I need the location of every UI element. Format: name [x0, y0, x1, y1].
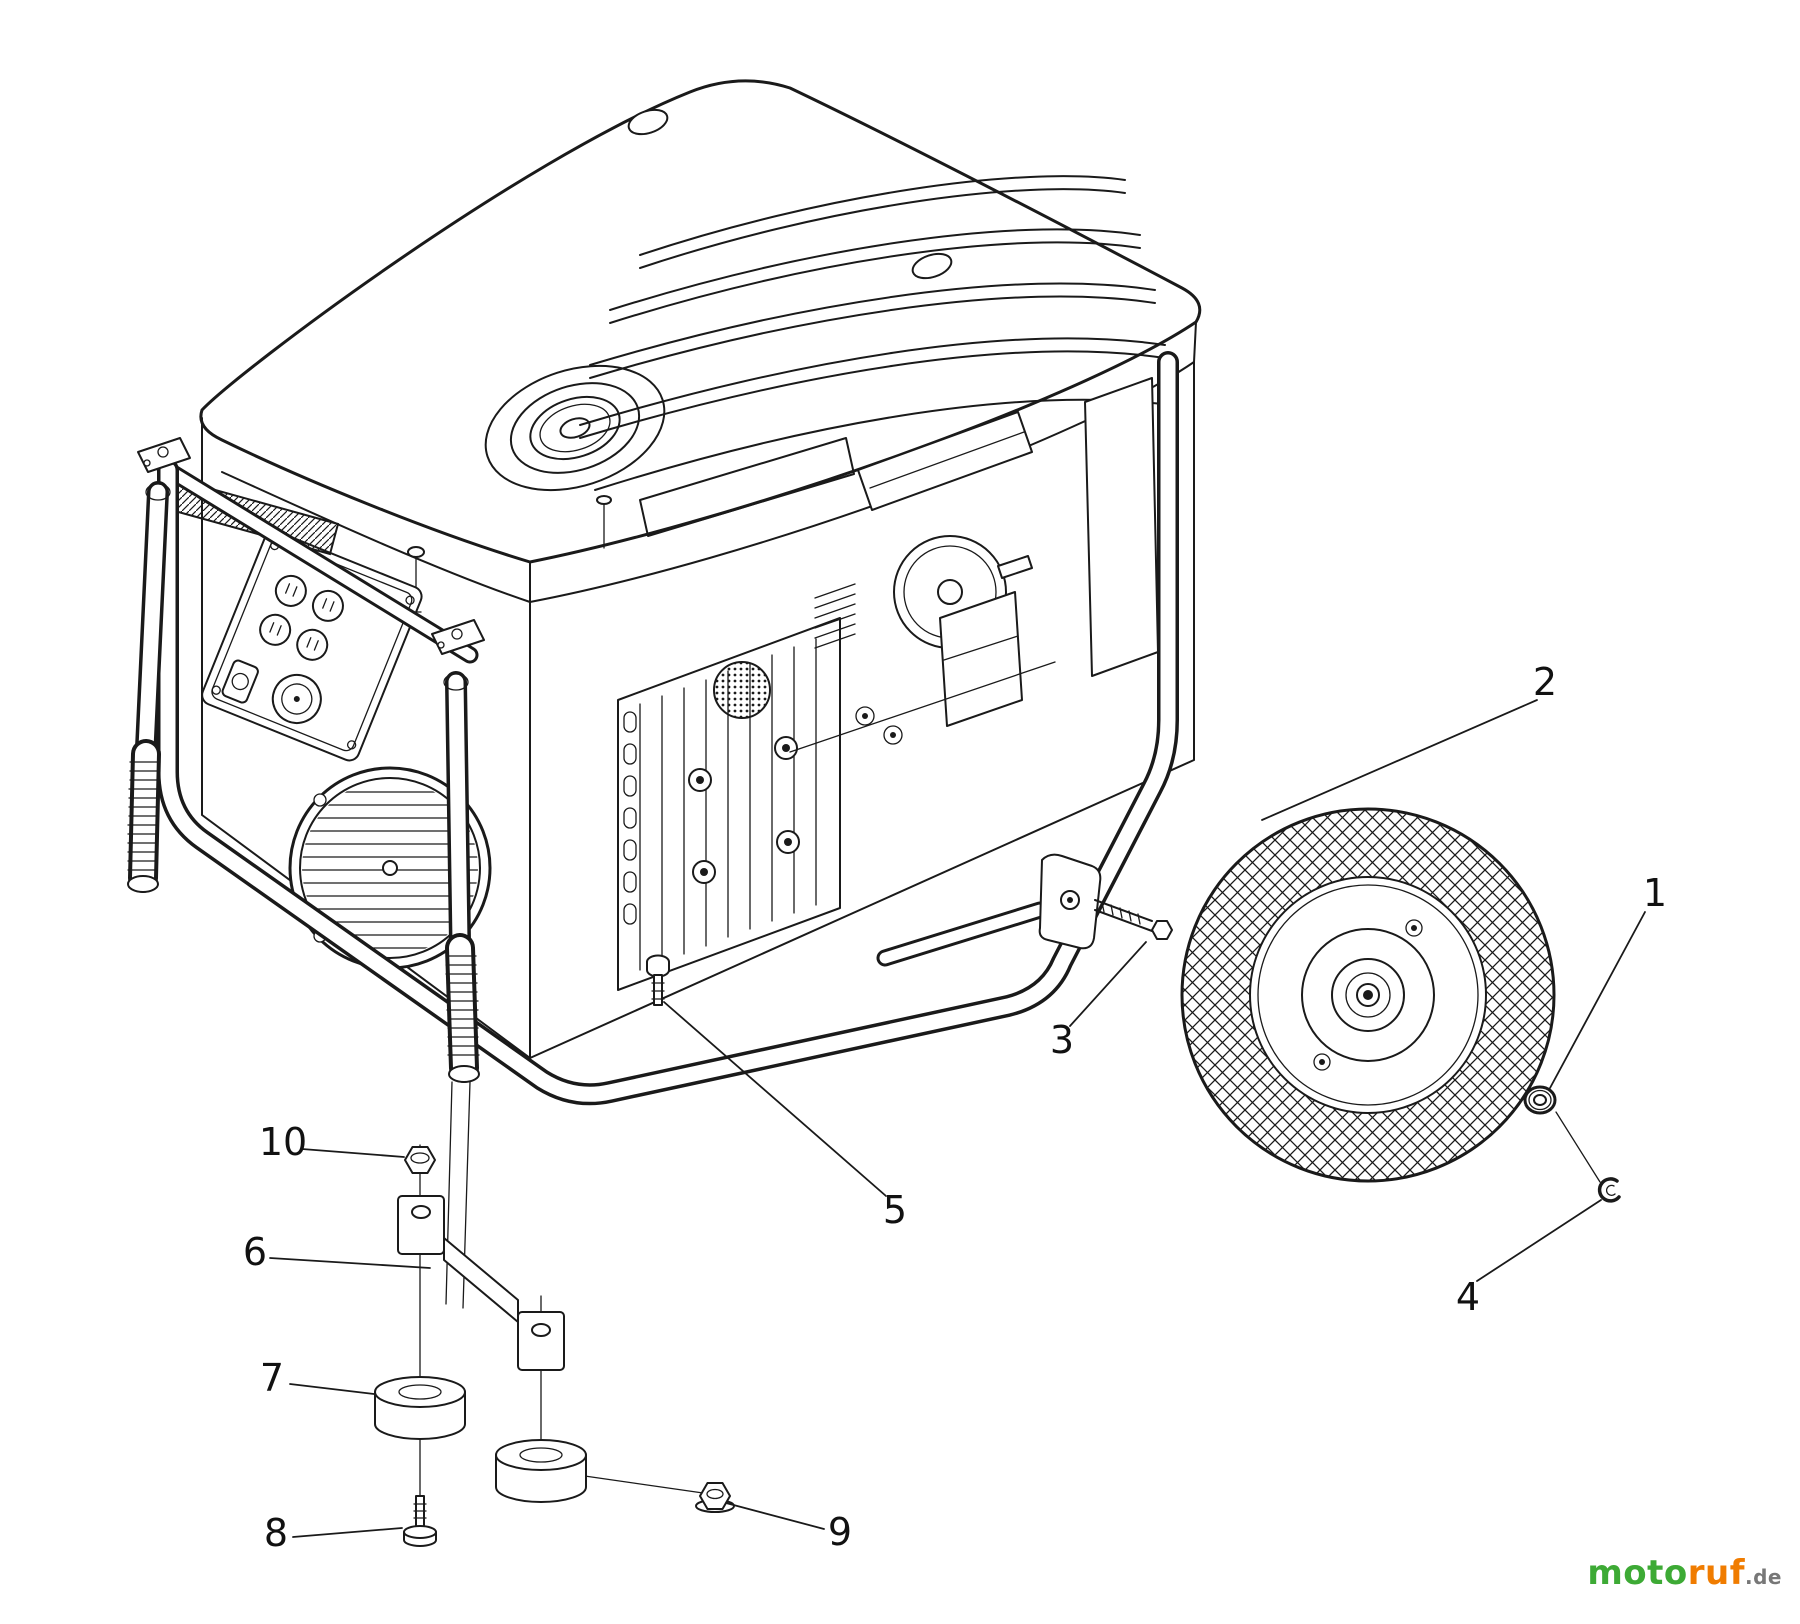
callout-2: 2: [1532, 660, 1558, 704]
callout-5: 5: [882, 1188, 908, 1232]
logo-suffix: .de: [1745, 1565, 1782, 1589]
canopy-ribs: [579, 175, 1171, 491]
part-axle-bolt: [1094, 899, 1173, 940]
twistlock-outlet: [271, 673, 322, 724]
callout-7: 7: [259, 1356, 285, 1400]
recoil-handle: [997, 555, 1033, 579]
part-nut-10: [404, 1146, 436, 1174]
louver-slots: [623, 711, 637, 925]
circuit-breaker: [221, 659, 259, 704]
wheel-rim: [1301, 928, 1435, 1062]
part-flange-nut-9: [695, 1482, 735, 1513]
grip-knurl: [445, 955, 480, 1056]
canopy-bolt-mid: [596, 495, 612, 549]
handle-front: [431, 619, 485, 1083]
engine-assembly: [789, 377, 1159, 753]
panel-emblem: [713, 661, 771, 719]
air-cleaner: [939, 591, 1023, 727]
cylinder-fins: [814, 583, 856, 649]
rear-panel: [1084, 377, 1159, 677]
callout-10: 10: [258, 1120, 308, 1164]
part-washer: [1523, 1085, 1557, 1115]
generator-body: [162, 79, 1202, 1059]
part-retaining-clip: [1597, 1177, 1621, 1203]
callout-8: 8: [263, 1511, 289, 1555]
callout-3: 3: [1049, 1018, 1075, 1062]
callout-6: 6: [242, 1230, 268, 1274]
callout-4: 4: [1455, 1275, 1481, 1319]
lift-tab-right: [911, 252, 953, 280]
part-rubber-foot-2: [495, 1439, 587, 1503]
axle-mount-plate: [1038, 853, 1102, 950]
axle-bolt-head: [1151, 920, 1173, 940]
part-bolt-5: [646, 954, 670, 1006]
leader-lines: [269, 699, 1646, 1538]
canopy: [199, 79, 1202, 603]
callout-1: 1: [1642, 871, 1668, 915]
part-mounting-bracket: [397, 1195, 565, 1371]
callout-9: 9: [827, 1510, 853, 1554]
logo-part-secondary: ruf: [1687, 1553, 1746, 1593]
motoruf-logo: motoruf.de: [1587, 1556, 1782, 1590]
part-wheel: [1180, 807, 1556, 1183]
lift-tab-left: [627, 108, 669, 136]
louver-panel: [617, 617, 841, 991]
handle-left: [127, 437, 191, 893]
fuel-cap: [484, 364, 666, 492]
cart-frame: [156, 351, 1179, 1106]
grip-knurl: [127, 761, 161, 871]
part-carriage-bolt-8: [403, 1495, 437, 1547]
tire-tread: [1182, 809, 1555, 1181]
logo-part-primary: moto: [1587, 1553, 1688, 1593]
tank-label-plate: [639, 437, 855, 537]
part-rubber-foot-1: [374, 1376, 466, 1440]
